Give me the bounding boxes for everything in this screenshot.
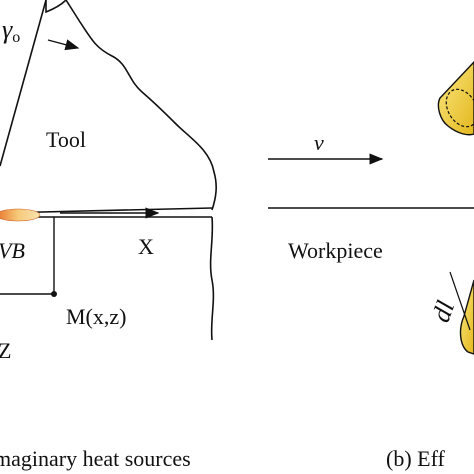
workpiece-boundary (209, 216, 215, 341)
point-m-label: M(x,z) (66, 304, 126, 329)
vb-label: VB (0, 238, 25, 263)
tool-outline (45, 0, 217, 211)
dl-line-1 (449, 271, 471, 331)
workpiece-label: Workpiece (288, 238, 383, 263)
upper-cone-rim (445, 88, 474, 128)
gamma-arrow-line (47, 39, 80, 51)
caption-a: maginary heat sources (0, 446, 191, 471)
velocity-label: v (314, 130, 324, 155)
point-m-dot (51, 291, 57, 297)
upper-cone (437, 60, 474, 136)
dl-label: dl (426, 297, 460, 326)
tool-label: Tool (46, 127, 86, 152)
tool-rake-face-line (0, 0, 47, 167)
lower-cone (459, 279, 474, 355)
heat-source-flame (0, 208, 41, 222)
x-axis-label: X (138, 234, 154, 259)
caption-b: (b) Eff (386, 446, 446, 471)
gamma-label: γo (2, 15, 20, 46)
z-axis-label: Z (0, 338, 11, 363)
